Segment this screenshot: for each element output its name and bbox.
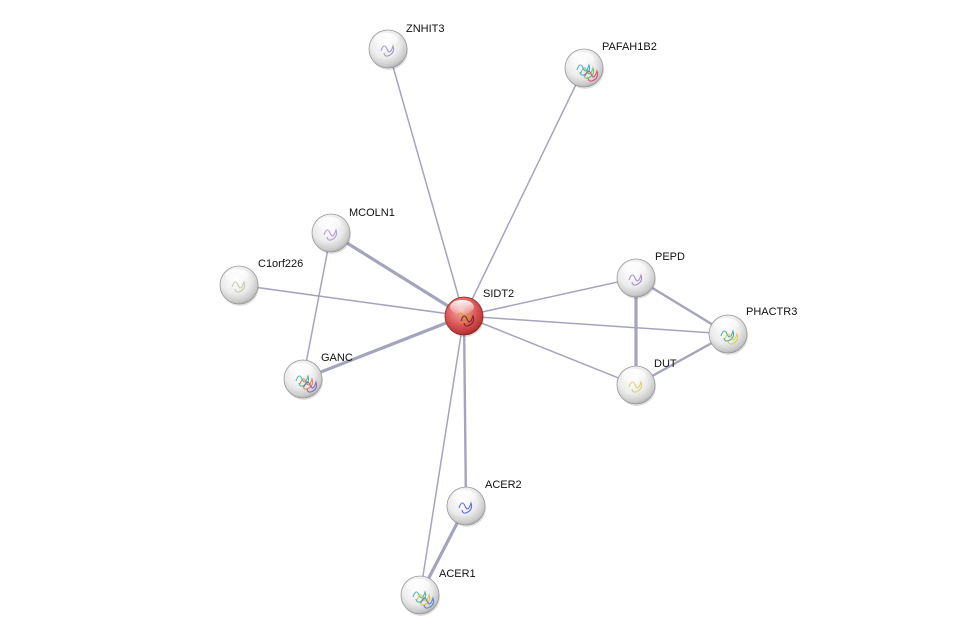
edge-mcoln1-ganc[interactable]	[302, 232, 332, 380]
node-gloss	[225, 269, 249, 283]
node-gloss	[622, 262, 646, 276]
node-label-mcoln1: MCOLN1	[349, 207, 395, 219]
edge-sidt2-mcoln1[interactable]	[329, 231, 466, 318]
edge-sidt2-dut[interactable]	[463, 315, 637, 386]
edge-sidt2-pafah1b2[interactable]	[463, 67, 585, 317]
node-sidt2[interactable]: SIDT2	[444, 288, 514, 337]
node-label-ganc: GANC	[321, 352, 353, 364]
node-phactr3[interactable]: PHACTR3	[708, 306, 797, 355]
node-znhit3[interactable]: ZNHIT3	[368, 23, 445, 70]
node-ganc[interactable]: GANC	[283, 352, 353, 400]
node-label-sidt2: SIDT2	[483, 288, 514, 300]
edge-sidt2-phactr3[interactable]	[463, 315, 729, 335]
node-label-acer1: ACER1	[439, 568, 476, 580]
node-gloss	[450, 300, 474, 314]
node-label-dut: DUT	[654, 358, 677, 370]
node-pafah1b2[interactable]: PAFAH1B2	[564, 41, 657, 89]
node-dut[interactable]: DUT	[616, 358, 677, 406]
node-gloss	[452, 490, 476, 504]
node-gloss	[317, 217, 341, 231]
edge-sidt2-ganc[interactable]	[301, 314, 466, 381]
node-label-acer2: ACER2	[485, 479, 522, 491]
node-gloss	[406, 579, 430, 593]
edge-sidt2-acer1[interactable]	[419, 315, 465, 596]
node-c1orf226[interactable]: C1orf226	[219, 258, 303, 306]
node-label-phactr3: PHACTR3	[746, 306, 797, 318]
edge-sidt2-znhit3[interactable]	[387, 48, 465, 317]
node-mcoln1[interactable]: MCOLN1	[311, 207, 395, 254]
node-label-pepd: PEPD	[655, 251, 685, 263]
node-acer1[interactable]: ACER1	[400, 568, 476, 616]
node-gloss	[289, 363, 313, 377]
node-label-pafah1b2: PAFAH1B2	[602, 41, 657, 53]
edge-sidt2-acer2[interactable]	[462, 314, 468, 508]
node-label-c1orf226: C1orf226	[258, 258, 303, 270]
edge-sidt2-pepd[interactable]	[463, 277, 637, 317]
node-label-znhit3: ZNHIT3	[406, 23, 445, 35]
node-gloss	[374, 33, 398, 47]
node-gloss	[622, 369, 646, 383]
node-gloss	[714, 318, 738, 332]
node-acer2[interactable]: ACER2	[446, 479, 522, 527]
node-pepd[interactable]: PEPD	[616, 251, 685, 299]
edge-sidt2-c1orf226[interactable]	[238, 284, 465, 317]
node-gloss	[570, 52, 594, 66]
